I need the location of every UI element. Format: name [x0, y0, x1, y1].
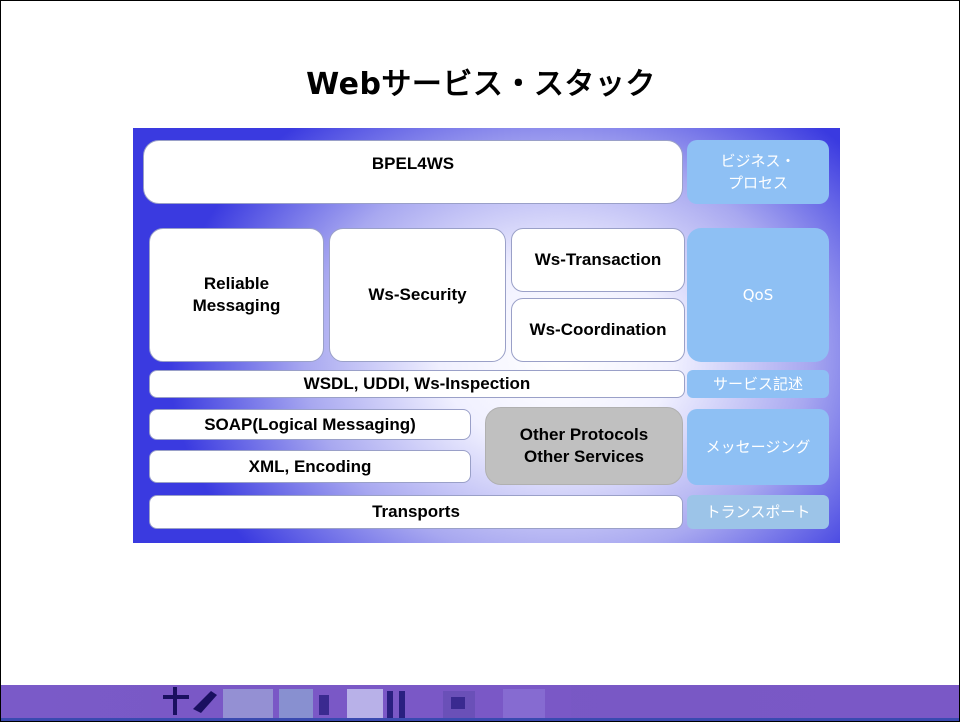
layer-label-qos: QoS: [687, 228, 829, 362]
soap-label: SOAP(Logical Messaging): [204, 414, 416, 434]
qos-label: QoS: [742, 286, 774, 304]
footer-bottom-line: [1, 718, 959, 721]
ws-coordination-box: Ws-Coordination: [511, 298, 685, 362]
bpel4ws-box: BPEL4WS: [143, 140, 683, 204]
transports-label: Transports: [372, 502, 460, 521]
reliable-messaging-box: Reliable Messaging: [149, 228, 324, 362]
ws-security-box: Ws-Security: [329, 228, 506, 362]
ws-transaction-label: Ws-Transaction: [534, 250, 662, 269]
business-process-line-2: プロセス: [727, 174, 788, 192]
service-description-label: サービス記述: [712, 375, 803, 393]
business-process-line-1: ビジネス・: [720, 152, 796, 170]
ws-transaction-box: Ws-Transaction: [511, 228, 685, 292]
bpel4ws-label: BPEL4WS: [371, 154, 455, 173]
footer-decoration-image: [151, 685, 571, 718]
slide-title: Webサービス・スタック: [306, 67, 656, 102]
transports-box: Transports: [149, 495, 683, 529]
xml-encoding-box: XML, Encoding: [149, 450, 471, 483]
transport-label: トランスポート: [705, 503, 811, 521]
wsdl-uddi-box: WSDL, UDDI, Ws-Inspection: [149, 370, 685, 398]
layer-label-business-process: ビジネス・ プロセス: [687, 140, 829, 204]
other-protocols-line-2: Other Services: [523, 447, 644, 466]
reliable-messaging-line-2: Messaging: [192, 296, 281, 315]
ws-coordination-label: Ws-Coordination: [529, 320, 667, 339]
xml-encoding-label: XML, Encoding: [248, 456, 372, 476]
web-services-stack-diagram: BPEL4WS Reliable Messaging Ws-Security W…: [133, 128, 840, 543]
other-protocols-line-1: Other Protocols: [519, 425, 649, 444]
layer-label-transport: トランスポート: [687, 495, 829, 529]
messaging-label: メッセージング: [705, 438, 811, 456]
other-protocols-box: Other Protocols Other Services: [485, 407, 683, 485]
layer-label-service-description: サービス記述: [687, 370, 829, 398]
ws-security-label: Ws-Security: [368, 285, 467, 304]
soap-box: SOAP(Logical Messaging): [149, 409, 471, 440]
layer-label-messaging: メッセージング: [687, 409, 829, 485]
reliable-messaging-line-1: Reliable: [203, 274, 270, 293]
wsdl-uddi-label: WSDL, UDDI, Ws-Inspection: [303, 374, 531, 393]
